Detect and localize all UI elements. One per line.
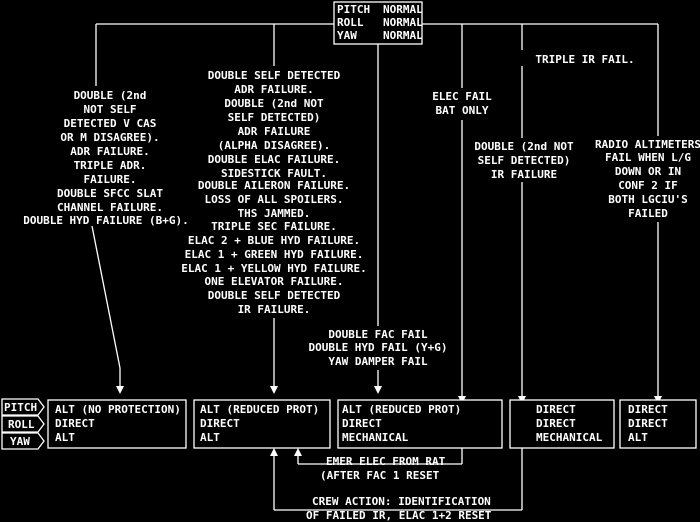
fail-line: SIDESTICK FAULT.	[221, 167, 327, 180]
fail-line: TRIPLE IR FAIL.	[535, 53, 634, 66]
law-pitch: ALT (REDUCED PROT)	[200, 403, 319, 416]
fail-line: DOUBLE (2nd	[74, 89, 147, 102]
failures-elec: ELEC FAIL BAT ONLY	[432, 90, 492, 117]
fail-line: OR M DISAGREE).	[60, 131, 159, 144]
law-yaw: ALT	[628, 431, 648, 444]
normal-law-yaw-mode: NORMAL	[383, 29, 423, 42]
law-yaw: ALT	[200, 431, 220, 444]
recovery-line: EMER ELEC FROM RAT	[326, 455, 446, 468]
failures-col5: RADIO ALTIMETERS FAIL WHEN L/G DOWN OR I…	[595, 138, 700, 220]
fail-line: ELAC 1 + YELLOW HYD FAILURE.	[181, 262, 366, 275]
fail-line: FAILED	[628, 207, 668, 220]
fail-line: DOUBLE HYD FAILURE (B+G).	[23, 214, 189, 227]
law-box-2: ALT (REDUCED PROT) DIRECT ALT	[193, 399, 331, 449]
fail-line: LOSS OF ALL SPOILERS.	[204, 193, 343, 206]
fail-line: ONE ELEVATOR FAILURE.	[204, 275, 343, 288]
fail-line: SELF DETECTED)	[478, 154, 571, 167]
law-yaw: ALT	[55, 431, 75, 444]
law-pitch: DIRECT	[536, 403, 576, 416]
fail-line: IR FAILURE.	[238, 303, 311, 316]
fail-line: DOUBLE FAC FAIL	[328, 328, 428, 341]
fail-line: ELAC 1 + GREEN HYD FAILURE.	[185, 248, 364, 261]
normal-law-pitch: PITCH	[337, 3, 370, 16]
fail-line: NOT SELF	[84, 103, 137, 116]
law-yaw: MECHANICAL	[536, 431, 603, 444]
law-box-3: ALT (REDUCED PROT) DIRECT MECHANICAL	[337, 399, 503, 449]
law-box-4: DIRECT DIRECT MECHANICAL	[509, 399, 615, 449]
law-box-5: DIRECT DIRECT ALT	[619, 399, 697, 449]
normal-law-pitch-mode: NORMAL	[383, 3, 423, 16]
law-roll: DIRECT	[628, 417, 668, 430]
normal-law-roll: ROLL	[337, 16, 364, 29]
axis-label-pitch: PITCH	[4, 401, 37, 414]
law-roll: DIRECT	[55, 417, 95, 430]
fail-line: ADR FAILURE	[238, 125, 311, 138]
fail-line: FAIL WHEN L/G	[605, 151, 691, 164]
law-roll: DIRECT	[200, 417, 240, 430]
recovery-line: OF FAILED IR, ELAC 1+2 RESET	[306, 509, 492, 522]
law-box-1: ALT (NO PROTECTION) DIRECT ALT	[47, 399, 187, 449]
fail-line: ADR FAILURE.	[70, 145, 149, 158]
fail-line: ELAC 2 + BLUE HYD FAILURE.	[188, 234, 360, 247]
fail-line: DOUBLE ELAC FAILURE.	[208, 153, 340, 166]
law-roll: DIRECT	[342, 417, 382, 430]
fail-line: BAT ONLY	[436, 104, 489, 117]
failures-col4: DOUBLE (2nd NOT SELF DETECTED) IR FAILUR…	[474, 140, 574, 181]
fail-line: SELF DETECTED)	[228, 111, 321, 124]
fail-line: ADR FAILURE.	[234, 83, 313, 96]
connector-lines	[91, 23, 662, 511]
fail-line: BOTH LGCIU'S	[608, 193, 687, 206]
failures-triple-ir: TRIPLE IR FAIL.	[535, 53, 634, 66]
failures-col1: DOUBLE (2nd NOT SELF DETECTED V CAS OR M…	[23, 89, 189, 227]
fail-line: DOUBLE SELF DETECTED	[208, 69, 341, 82]
fail-line: DOUBLE SELF DETECTED	[208, 289, 341, 302]
fail-line: RADIO ALTIMETERS	[595, 138, 700, 151]
failures-col3: DOUBLE FAC FAIL DOUBLE HYD FAIL (Y+G) YA…	[308, 328, 447, 368]
recovery-line: CREW ACTION: IDENTIFICATION	[312, 495, 491, 508]
fail-line: TRIPLE SEC FAILURE.	[211, 220, 337, 233]
law-pitch: DIRECT	[628, 403, 668, 416]
fail-line: ELEC FAIL	[432, 90, 492, 103]
fail-line: DETECTED V CAS	[64, 117, 157, 130]
fail-line: IR FAILURE	[491, 168, 557, 181]
fail-line: (ALPHA DISAGREE).	[218, 139, 331, 152]
fail-line: DOUBLE HYD FAIL (Y+G)	[308, 341, 447, 354]
failures-col2: DOUBLE SELF DETECTED ADR FAILURE. DOUBLE…	[181, 69, 366, 316]
crew-action-note: CREW ACTION: IDENTIFICATION OF FAILED IR…	[306, 495, 492, 522]
fail-line: DOUBLE AILERON FAILURE.	[198, 179, 350, 192]
fail-line: DOWN OR IN	[615, 165, 681, 178]
normal-law-box: PITCH NORMAL ROLL NORMAL YAW NORMAL	[333, 1, 423, 45]
normal-law-roll-mode: NORMAL	[383, 16, 423, 29]
fail-line: DOUBLE (2nd NOT	[474, 140, 574, 153]
axis-label-roll: ROLL	[8, 418, 35, 431]
law-pitch: ALT (REDUCED PROT)	[342, 403, 461, 416]
fail-line: CHANNEL FAILURE.	[57, 201, 163, 214]
fail-line: FAILURE.	[84, 173, 137, 186]
law-yaw: MECHANICAL	[342, 431, 409, 444]
fail-line: TRIPLE ADR.	[74, 159, 147, 172]
law-pitch: ALT (NO PROTECTION)	[55, 403, 181, 416]
fail-line: THS JAMMED.	[238, 207, 311, 220]
fail-line: YAW DAMPER FAIL	[328, 355, 428, 368]
emer-elec-note: EMER ELEC FROM RAT (AFTER FAC 1 RESET	[320, 455, 446, 482]
axis-label-yaw: YAW	[10, 435, 30, 448]
normal-law-yaw: YAW	[337, 29, 357, 42]
fail-line: DOUBLE SFCC SLAT	[57, 187, 163, 200]
fail-line: CONF 2 IF	[618, 179, 678, 192]
law-roll: DIRECT	[536, 417, 576, 430]
recovery-line: (AFTER FAC 1 RESET	[320, 469, 440, 482]
axis-labels: PITCH ROLL YAW	[1, 398, 45, 450]
fail-line: DOUBLE (2nd NOT	[224, 97, 324, 110]
